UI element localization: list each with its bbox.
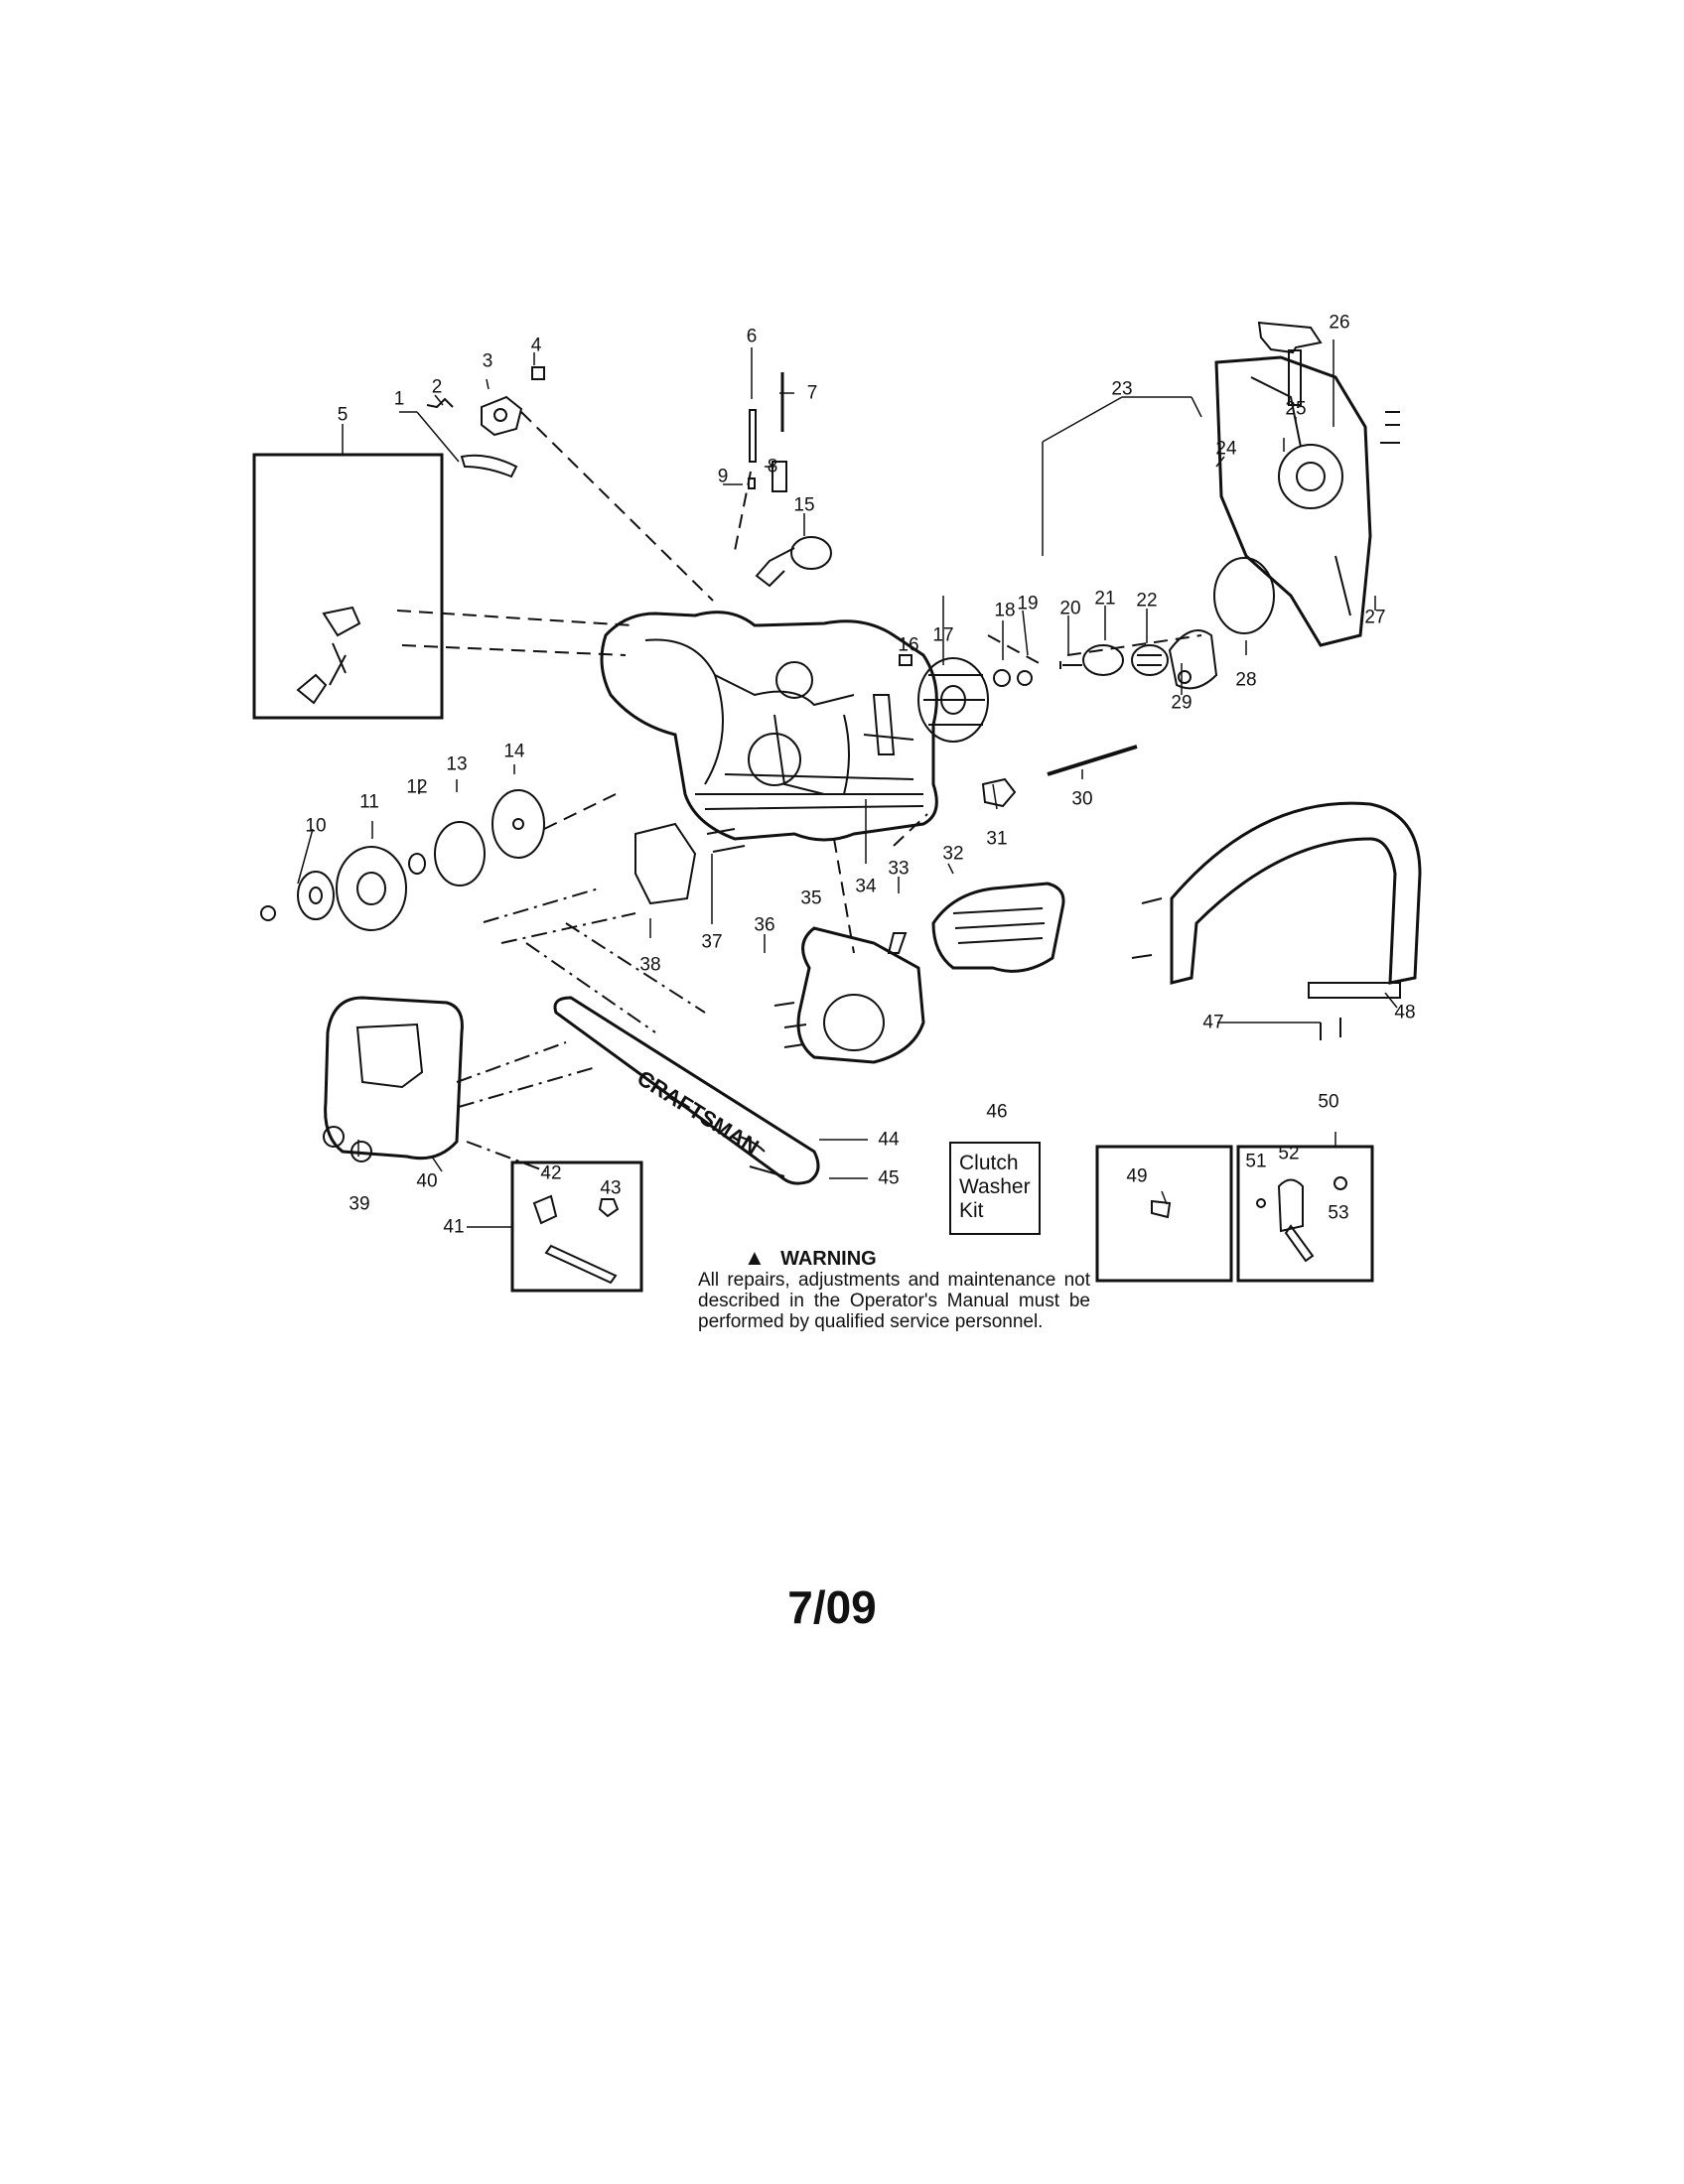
callout-12: 12 <box>406 776 428 798</box>
part-41-box <box>510 1160 643 1293</box>
callout-5: 5 <box>337 404 349 426</box>
warning-triangle-icon: ▲ <box>744 1245 766 1270</box>
callout-30: 30 <box>1071 788 1093 810</box>
kit-line-2: Washer <box>959 1175 1031 1198</box>
callout-38: 38 <box>639 954 661 976</box>
callout-48: 48 <box>1394 1002 1416 1024</box>
kit-line-3: Kit <box>959 1199 984 1222</box>
callout-18: 18 <box>994 600 1016 621</box>
revision-date: 7/09 <box>787 1581 877 1633</box>
callout-7: 7 <box>806 382 818 404</box>
callout-2: 2 <box>431 376 443 398</box>
callout-37: 37 <box>701 931 723 953</box>
callout-28: 28 <box>1235 669 1257 691</box>
warning-body: All repairs, adjustments and maintenance… <box>698 1270 1090 1332</box>
callout-11: 11 <box>359 791 379 813</box>
callout-52: 52 <box>1278 1143 1300 1164</box>
callout-25: 25 <box>1285 398 1307 420</box>
callout-19: 19 <box>1017 593 1039 614</box>
callout-34: 34 <box>855 876 877 897</box>
callout-27: 27 <box>1364 607 1386 628</box>
callout-26: 26 <box>1329 312 1350 334</box>
callout-17: 17 <box>932 624 954 646</box>
callout-47: 47 <box>1202 1012 1224 1033</box>
callout-29: 29 <box>1171 692 1193 714</box>
callout-33: 33 <box>888 858 910 880</box>
callout-8: 8 <box>767 456 778 478</box>
callout-39: 39 <box>349 1193 370 1215</box>
callout-49: 49 <box>1126 1165 1148 1187</box>
part-5-box <box>252 453 444 720</box>
callout-24: 24 <box>1215 438 1237 460</box>
callout-16: 16 <box>898 634 919 656</box>
callout-35: 35 <box>800 887 822 909</box>
callout-3: 3 <box>482 350 493 372</box>
callout-36: 36 <box>754 914 775 936</box>
callout-53: 53 <box>1328 1202 1349 1224</box>
callout-21: 21 <box>1094 588 1116 610</box>
callout-4: 4 <box>530 335 542 356</box>
callout-22: 22 <box>1136 590 1158 612</box>
callout-42: 42 <box>540 1162 562 1184</box>
callout-41: 41 <box>443 1216 465 1238</box>
kit-line-1: Clutch <box>959 1152 1019 1174</box>
part-50-box <box>1236 1145 1374 1283</box>
clutch-washer-kit-box: Clutch Washer Kit <box>949 1142 1041 1235</box>
callout-15: 15 <box>793 494 815 516</box>
part-49-box <box>1095 1145 1233 1283</box>
warning-block: ▲ WARNING All repairs, adjustments and m… <box>698 1245 1090 1333</box>
callout-14: 14 <box>503 741 525 762</box>
callout-23: 23 <box>1111 378 1133 400</box>
callout-6: 6 <box>746 326 758 347</box>
callout-50: 50 <box>1318 1091 1339 1113</box>
callout-44: 44 <box>878 1129 900 1151</box>
callout-9: 9 <box>717 466 729 487</box>
callout-43: 43 <box>600 1177 622 1199</box>
callout-31: 31 <box>986 828 1008 850</box>
callout-45: 45 <box>878 1167 900 1189</box>
callout-40: 40 <box>416 1170 438 1192</box>
callout-10: 10 <box>305 815 327 837</box>
callout-32: 32 <box>942 843 964 865</box>
callout-51: 51 <box>1245 1151 1267 1172</box>
callout-1: 1 <box>393 388 405 410</box>
callout-46: 46 <box>986 1101 1008 1123</box>
warning-title: WARNING <box>780 1248 877 1270</box>
callout-20: 20 <box>1059 598 1081 619</box>
callout-13: 13 <box>446 753 468 775</box>
